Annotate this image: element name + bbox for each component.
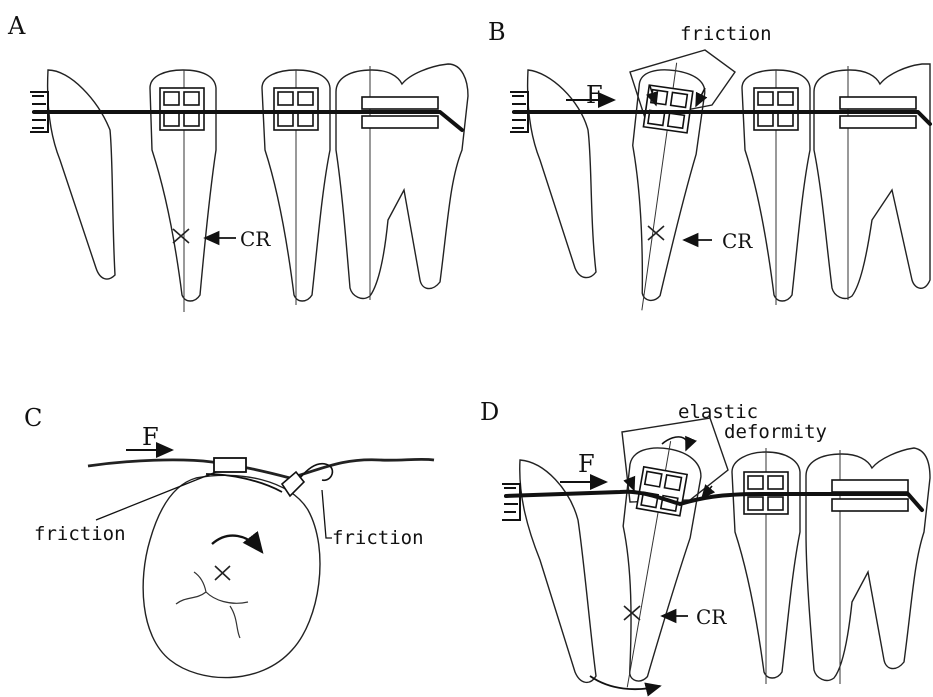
panel-b-label: B <box>488 18 506 46</box>
panel-d: D elastic deformity F CR <box>480 398 930 694</box>
panel-a: A CR <box>7 12 468 312</box>
panel-c-cr-mark <box>215 566 230 580</box>
panel-d-force-label: F <box>578 450 595 478</box>
panel-c-friction-left-label: friction <box>34 523 126 545</box>
panel-a-canine-tooth <box>48 70 115 279</box>
panel-a-label: A <box>7 12 26 40</box>
panel-d-deformity-arrow-left <box>630 480 634 490</box>
panel-c-force-label: F <box>142 423 159 451</box>
panel-d-elastic-label: elastic <box>678 401 758 423</box>
panel-a-molar-tube-1 <box>362 97 438 109</box>
panel-d-tipped-premolar <box>592 435 706 694</box>
panel-a-cr-label: CR <box>240 227 271 251</box>
panel-d-cr-label: CR <box>696 605 727 629</box>
panel-d-apex-arrow <box>590 676 660 689</box>
panel-d-cr-mark <box>624 606 640 620</box>
panel-c-friction-left-leader <box>96 472 216 520</box>
panel-c-rotation-arrow <box>212 536 262 552</box>
panel-c-friction-right-label: friction <box>332 527 424 549</box>
panel-c-tooth-crosssection <box>143 475 320 677</box>
panel-a-molar-tube-2 <box>362 116 438 128</box>
panel-a-cr-mark <box>173 229 189 243</box>
panel-d-deformity-label: deformity <box>724 421 827 443</box>
panel-c-root-canals <box>176 572 248 638</box>
panel-b-friction-label: friction <box>680 23 772 45</box>
panel-b-force-label: F <box>586 81 603 109</box>
panel-c-friction-right-leader <box>322 490 332 538</box>
panel-d-wire-end-cap <box>502 484 520 520</box>
panel-c-archwire <box>88 459 434 478</box>
panel-c-bracket <box>214 458 246 472</box>
panel-d-label: D <box>480 398 499 426</box>
panel-b-molar-tube-1 <box>840 97 916 109</box>
panel-d-molar-tube-1 <box>832 480 908 492</box>
panel-b-tipped-premolar <box>608 58 708 315</box>
panel-c-label: C <box>24 404 42 432</box>
panel-d-molar-tube-2 <box>832 499 908 511</box>
panel-c: C F friction friction <box>24 404 434 678</box>
panel-b: B friction F CR <box>488 18 930 315</box>
panel-b-cr-mark <box>648 226 664 240</box>
panel-b-molar-tube-2 <box>840 116 916 128</box>
panel-b-cr-label: CR <box>722 229 753 253</box>
